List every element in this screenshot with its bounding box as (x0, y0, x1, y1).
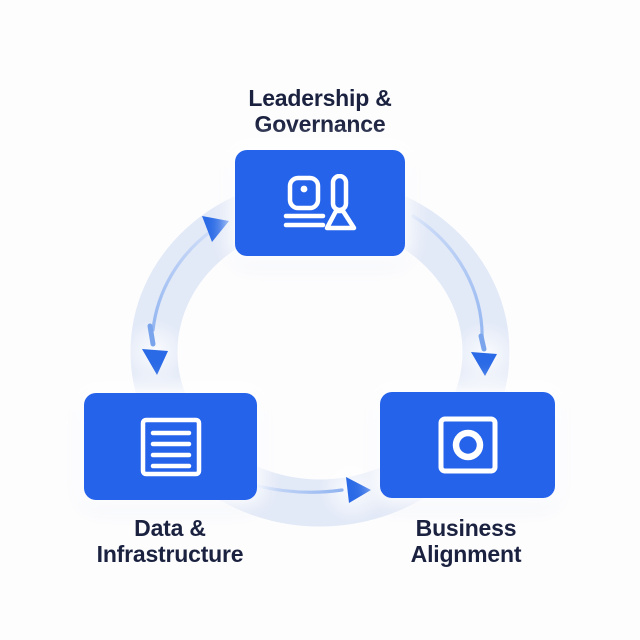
label-line-2: Alignment (410, 541, 522, 567)
podium-presenter-icon (283, 174, 357, 231)
arc-right-stub (478, 333, 487, 352)
label-business-alignment: Business Alignment (346, 515, 586, 567)
arc-right (411, 214, 484, 345)
card-data-infrastructure (84, 393, 257, 500)
arrowhead-to-data (142, 349, 168, 375)
label-line-1: Business (415, 515, 517, 541)
arc-left-stub (147, 323, 156, 347)
arrowhead-to-leadership (202, 216, 229, 242)
card-business-alignment (380, 392, 555, 498)
arc-left (151, 229, 213, 332)
arc-bottom (256, 484, 344, 494)
label-line-1: Data & (134, 515, 206, 541)
label-leadership-governance: Leadership & Governance (200, 85, 440, 137)
label-line-1: Leadership & (248, 85, 392, 111)
document-list-icon (140, 417, 201, 476)
label-line-2: Infrastructure (96, 541, 244, 567)
framed-circle-icon (438, 416, 497, 474)
arrowhead-to-business-bottom (346, 477, 371, 503)
label-line-2: Governance (254, 111, 386, 137)
arrowhead-to-business (471, 352, 497, 376)
label-data-infrastructure: Data & Infrastructure (50, 515, 290, 567)
card-leadership-governance (235, 150, 405, 256)
